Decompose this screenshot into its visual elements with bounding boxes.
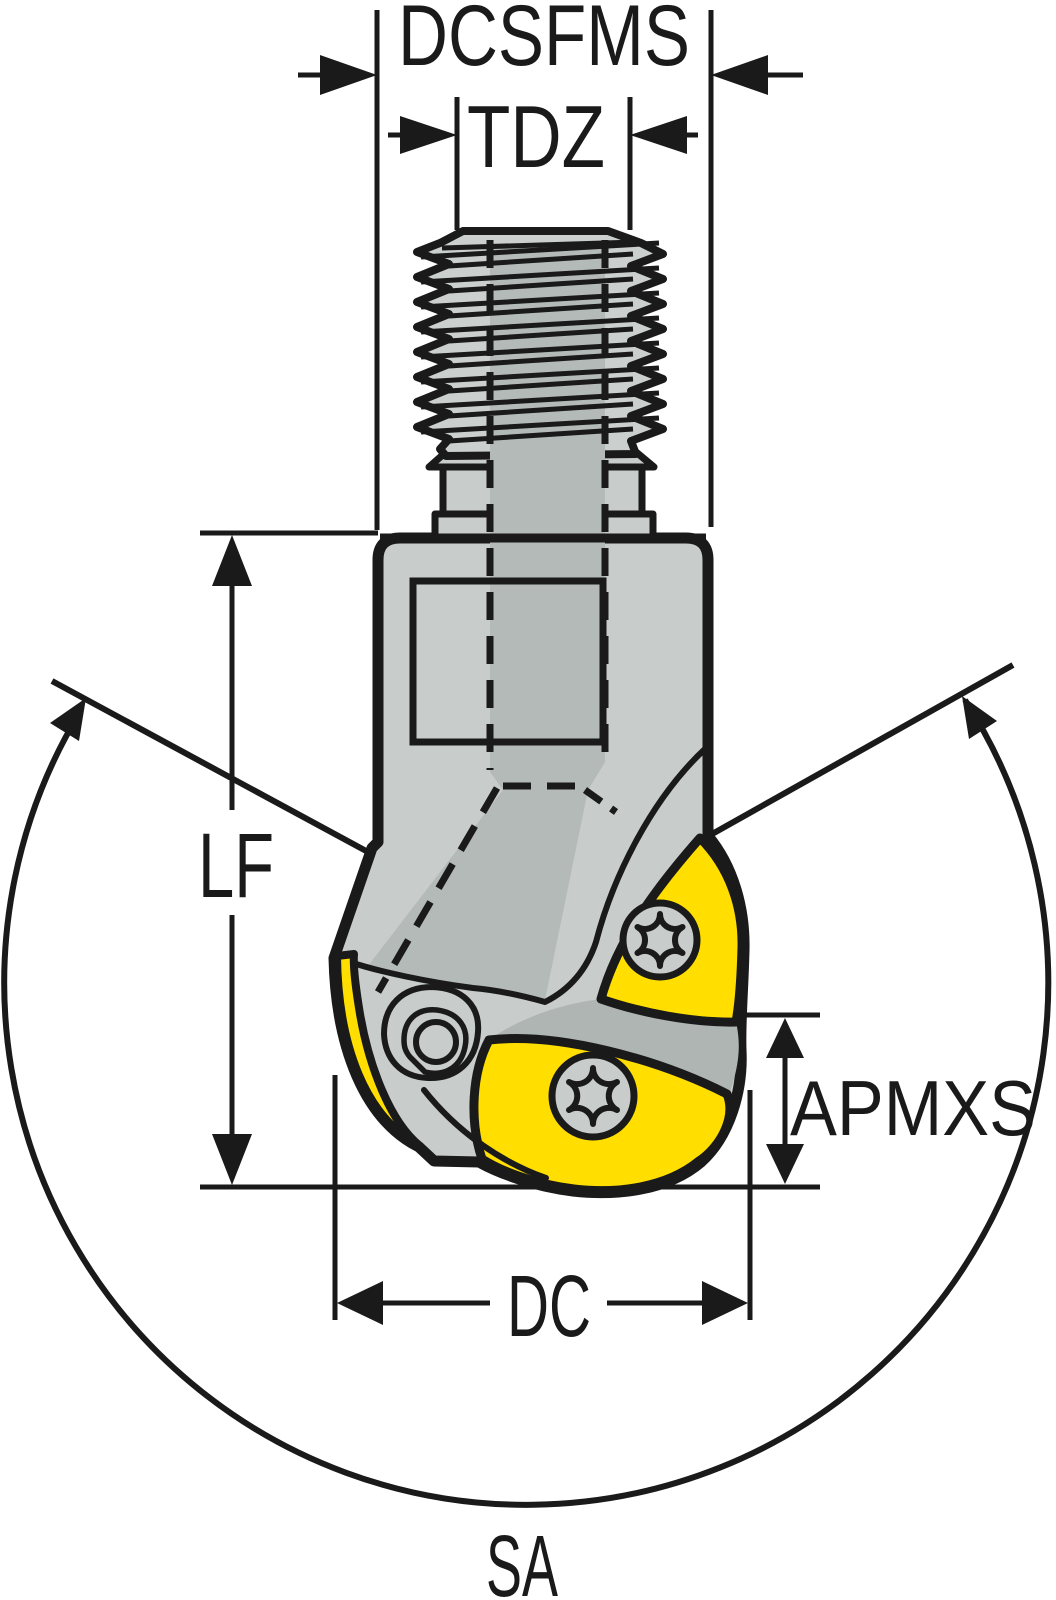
dim-dcsfms: DCSFMS (298, 0, 803, 530)
bore-branch-right-dashed (582, 787, 619, 815)
dim-tdz: TDZ (388, 87, 698, 230)
arrowhead-right-icon (400, 116, 457, 154)
label-lf: LF (198, 815, 274, 917)
arrowhead-right-icon (702, 1281, 748, 1325)
centerlines (374, 240, 619, 994)
sa-tangent-line-left (50, 678, 370, 855)
dcsfms-extension-lines (374, 10, 714, 530)
arrowhead-left-icon (711, 55, 768, 95)
arrowhead-right-icon (320, 55, 377, 95)
insert-pocket (381, 984, 482, 1082)
flute-boundary-line (347, 745, 709, 1005)
arrowhead-left-icon (337, 1281, 383, 1325)
arrowhead-down-icon (212, 1134, 252, 1185)
pocket-inner-contour (401, 1007, 469, 1076)
dim-sa: SA (1, 662, 1052, 1600)
arrowhead-arc-left-icon (50, 698, 86, 741)
label-dcsfms: DCSFMS (398, 0, 690, 84)
torx-star-icon (566, 1065, 620, 1127)
dim-dc: DC (332, 1075, 753, 1355)
tdz-extension-lines (454, 97, 633, 230)
apmxs-extension-ticks (737, 1012, 820, 1190)
dim-apmxs: APMXS (737, 1012, 1036, 1190)
head-tip-line (421, 1087, 549, 1181)
label-sa: SA (486, 1518, 558, 1600)
arrowhead-up-icon (766, 1018, 804, 1058)
arrowhead-arc-right-icon (962, 696, 997, 739)
threaded-shank (413, 227, 667, 460)
pocket-screw-hole (413, 1019, 459, 1065)
arrowhead-up-icon (212, 535, 252, 586)
sa-tangent-line-right (703, 662, 1015, 841)
sa-angle-arc (1, 698, 1052, 1508)
tool-drawing (328, 227, 750, 1199)
bore-branch-left-dashed (374, 786, 501, 994)
arrowhead-left-icon (630, 116, 687, 154)
pocket-outline (381, 984, 482, 1082)
screw-upper (619, 899, 701, 981)
dc-extension-lines (332, 1075, 753, 1320)
label-apmxs: APMXS (790, 1064, 1036, 1152)
dim-lf: LF (198, 530, 378, 1185)
label-dc: DC (507, 1258, 591, 1355)
label-tdz: TDZ (467, 87, 605, 186)
bore-band-head (368, 790, 588, 1000)
torx-star-icon (634, 911, 686, 969)
screw-lower (548, 1051, 638, 1141)
cutter-head (333, 745, 747, 1196)
insert-edge-on (333, 950, 424, 1150)
arrowhead-down-icon (766, 1144, 804, 1184)
